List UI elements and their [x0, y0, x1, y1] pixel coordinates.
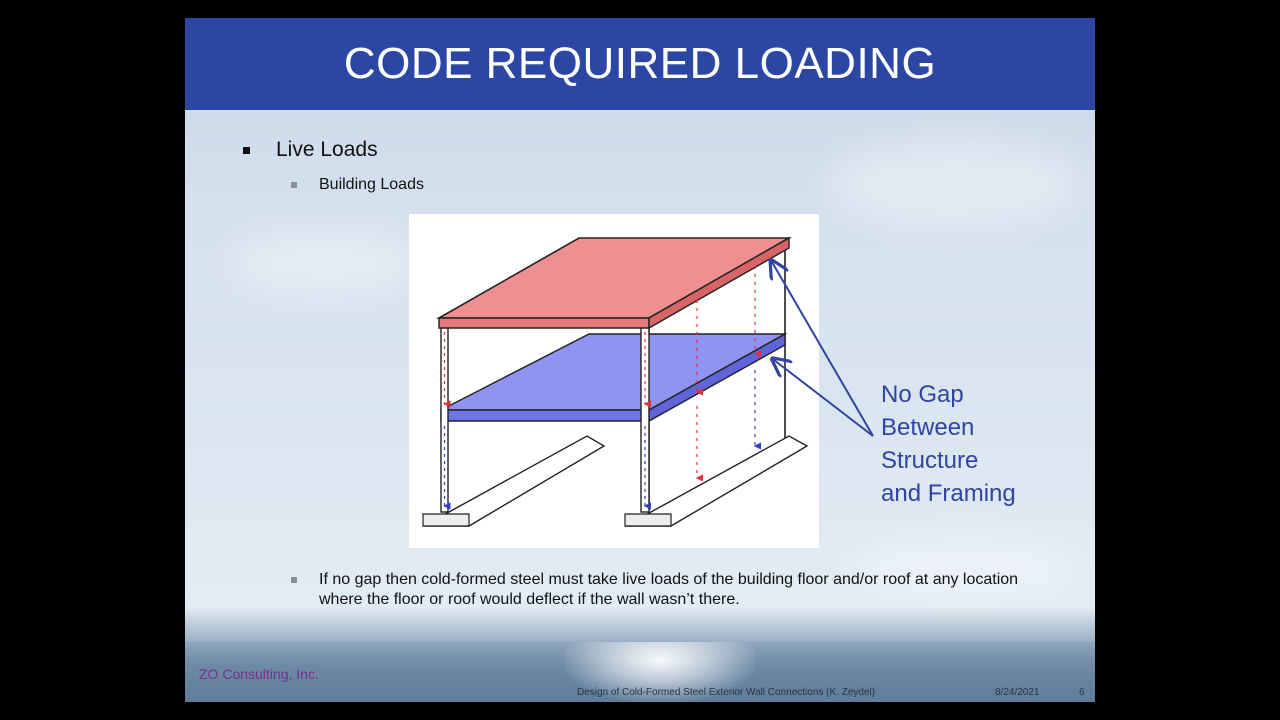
bullet-text: Building Loads: [319, 176, 424, 194]
footer-presentation-title: Design of Cold-Formed Steel Exterior Wal…: [577, 687, 875, 698]
bullet-live-loads: Live Loads: [243, 138, 378, 162]
bullet-building-loads: Building Loads: [291, 176, 424, 194]
slide: CODE REQUIRED LOADING Live Loads Buildin…: [185, 18, 1095, 702]
note-text: If no gap then cold-formed steel must ta…: [319, 570, 1051, 610]
square-bullet-icon: [243, 147, 250, 154]
callout-line: No Gap: [881, 378, 1016, 411]
footer-page-number: 6: [1079, 687, 1085, 698]
building-frame-diagram: [409, 214, 819, 548]
footer-date: 8/24/2021: [995, 687, 1040, 698]
floor-slab-front-edge: [441, 410, 649, 421]
bullet-text: Live Loads: [276, 138, 378, 162]
title-bar: CODE REQUIRED LOADING: [185, 18, 1095, 110]
footer-company: ZO Consulting, Inc.: [199, 666, 319, 682]
background-cloud: [225, 228, 425, 298]
callout-line: and Framing: [881, 477, 1016, 510]
left-footing-front: [423, 514, 469, 526]
slide-title: CODE REQUIRED LOADING: [344, 39, 936, 89]
gray-square-bullet-icon: [291, 182, 297, 188]
roof-slab-front-edge: [439, 318, 649, 328]
gray-square-bullet-icon: [291, 577, 297, 583]
right-footing-front: [625, 514, 671, 526]
background-cloud: [825, 138, 1085, 228]
callout-line: Structure: [881, 444, 1016, 477]
bullet-note: If no gap then cold-formed steel must ta…: [291, 570, 1051, 610]
callout-line: Between: [881, 411, 1016, 444]
building-loads-figure: [409, 214, 819, 548]
no-gap-callout: No Gap Between Structure and Framing: [881, 378, 1016, 510]
left-footing: [423, 436, 604, 526]
